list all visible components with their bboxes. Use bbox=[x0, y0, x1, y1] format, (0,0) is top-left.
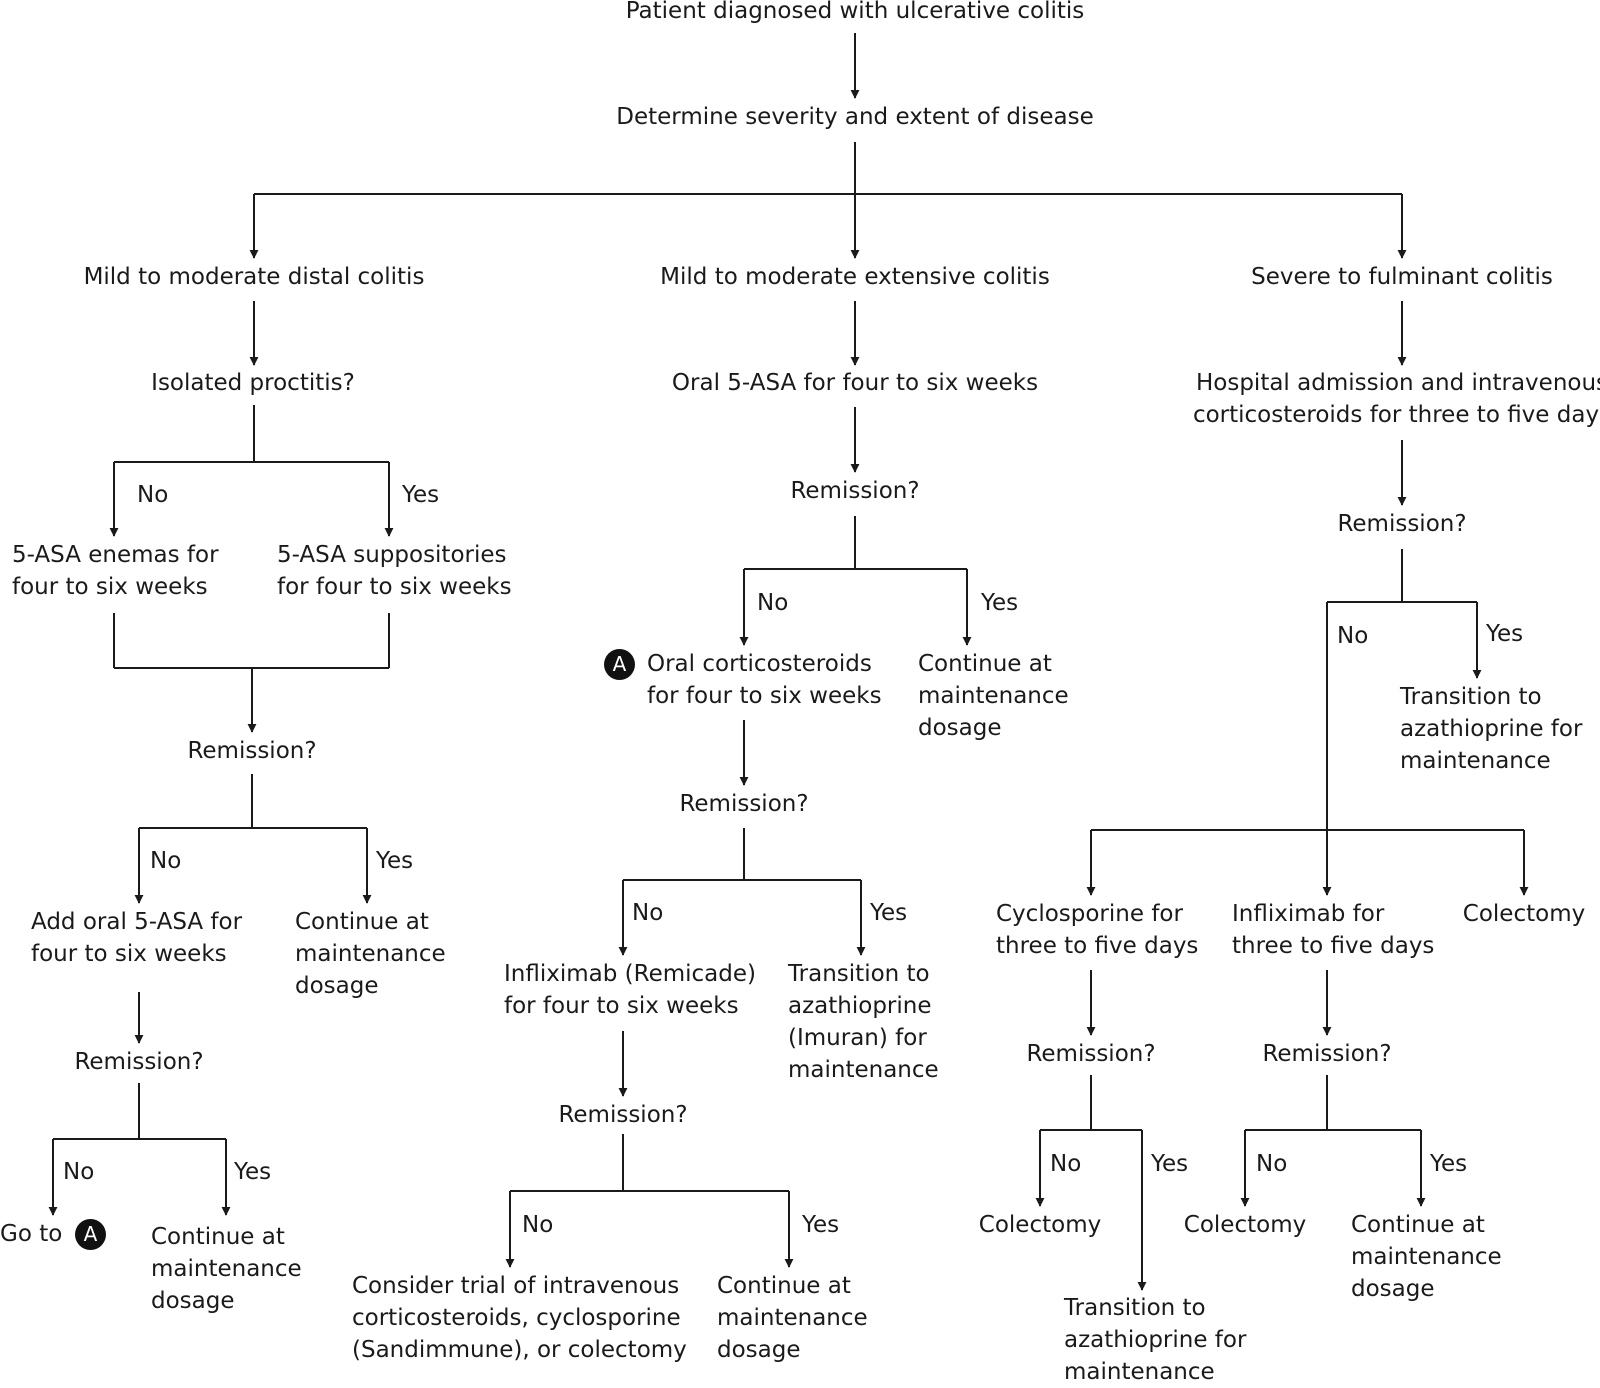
node-inf-colectomy: Colectomy bbox=[1183, 1212, 1307, 1238]
node-ext-remission: Remission? bbox=[790, 478, 920, 504]
node-diagnosed: Patient diagnosed with ulcerative coliti… bbox=[625, 0, 1085, 24]
node-distal-continue-2: Continue at maintenance dosage bbox=[151, 1224, 302, 1314]
node-ext-continue: Continue at maintenance dosage bbox=[918, 651, 1069, 741]
go-to-a-badge: A bbox=[75, 1219, 106, 1250]
branch-label-no: No bbox=[1337, 623, 1369, 649]
branch-label-yes: Yes bbox=[870, 900, 908, 926]
branch-label-no: No bbox=[150, 848, 182, 874]
node-distal-remission: Remission? bbox=[187, 738, 317, 764]
branch-label-no: No bbox=[522, 1212, 554, 1238]
node-inf-remission: Remission? bbox=[1262, 1041, 1392, 1067]
node-severe-colitis: Severe to fulminant colitis bbox=[1251, 264, 1553, 290]
node-infliximab-remicade: Infliximab (Remicade) for four to six we… bbox=[504, 961, 756, 1019]
node-5asa-suppositories: 5-ASA suppositories for four to six week… bbox=[277, 542, 512, 600]
node-cyclosporine: Cyclosporine for three to five days bbox=[996, 901, 1199, 959]
node-add-oral-5asa: Add oral 5-ASA for four to six weeks bbox=[31, 909, 243, 967]
branch-label-no: No bbox=[137, 482, 169, 508]
branch-label-yes: Yes bbox=[981, 590, 1019, 616]
node-go-to: Go to bbox=[0, 1221, 63, 1247]
node-infliximab-severe: Infliximab for three to five days bbox=[1232, 901, 1435, 959]
node-cyc-colectomy: Colectomy bbox=[978, 1212, 1102, 1238]
node-distal-colitis: Mild to moderate distal colitis bbox=[83, 264, 425, 290]
node-sev-remission: Remission? bbox=[1337, 511, 1467, 537]
node-inf-continue: Continue at maintenance dosage bbox=[1351, 1212, 1502, 1302]
branch-label-yes: Yes bbox=[802, 1212, 840, 1238]
node-transition-azathioprine: Transition to azathioprine for maintenan… bbox=[1400, 684, 1583, 774]
node-transition-imuran: Transition to azathioprine (Imuran) for … bbox=[788, 961, 939, 1083]
node-5asa-enemas: 5-ASA enemas for four to six weeks bbox=[12, 542, 219, 600]
node-distal-remission-2: Remission? bbox=[74, 1049, 204, 1075]
branch-label-no: No bbox=[632, 900, 664, 926]
node-determine-severity: Determine severity and extent of disease bbox=[616, 104, 1094, 130]
branch-label-yes: Yes bbox=[376, 848, 414, 874]
node-extensive-colitis: Mild to moderate extensive colitis bbox=[660, 264, 1050, 290]
node-isolated-proctitis: Isolated proctitis? bbox=[151, 370, 355, 396]
node-oral-corticosteroids: Oral corticosteroids for four to six wee… bbox=[647, 651, 882, 709]
node-distal-continue: Continue at maintenance dosage bbox=[295, 909, 446, 999]
node-ext-remission-2: Remission? bbox=[679, 791, 809, 817]
branch-label-no: No bbox=[63, 1159, 95, 1185]
node-ext-continue-2: Continue at maintenance dosage bbox=[717, 1273, 868, 1363]
branch-label-yes: Yes bbox=[1430, 1151, 1468, 1177]
branch-label-yes: Yes bbox=[1486, 621, 1524, 647]
node-colectomy-top: Colectomy bbox=[1462, 901, 1586, 927]
branch-label-no: No bbox=[1050, 1151, 1082, 1177]
branch-label-yes: Yes bbox=[402, 482, 440, 508]
node-cyc-transition: Transition to azathioprine for maintenan… bbox=[1064, 1295, 1247, 1385]
branch-label-no: No bbox=[1256, 1151, 1288, 1177]
node-ext-remission-3: Remission? bbox=[558, 1102, 688, 1128]
branch-label-yes: Yes bbox=[1151, 1151, 1189, 1177]
node-hospital-admission: Hospital admission and intravenous corti… bbox=[1192, 370, 1600, 428]
branch-label-no: No bbox=[757, 590, 789, 616]
node-consider-trial: Consider trial of intravenous corticoste… bbox=[352, 1273, 687, 1363]
branch-label-yes: Yes bbox=[234, 1159, 272, 1185]
node-oral-5asa: Oral 5-ASA for four to six weeks bbox=[671, 370, 1039, 396]
marker-a-badge: A bbox=[604, 649, 635, 680]
node-cyc-remission: Remission? bbox=[1026, 1041, 1156, 1067]
